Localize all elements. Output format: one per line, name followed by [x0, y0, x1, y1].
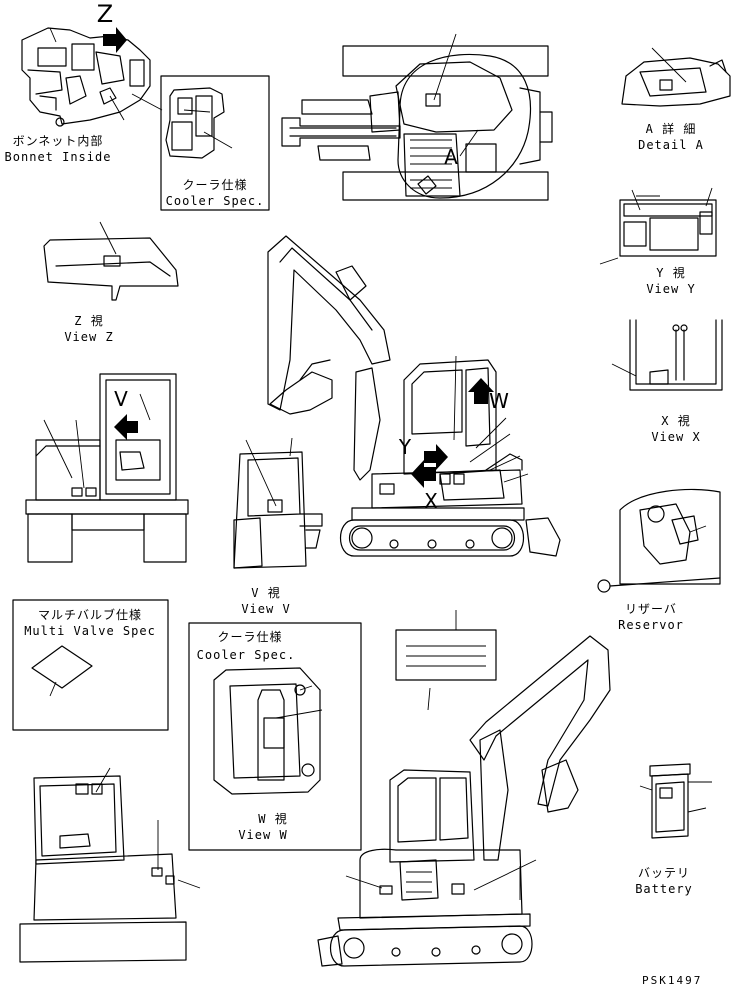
arrow-y-left [411, 460, 436, 488]
view-x-drawing [612, 320, 722, 390]
cooler-spec-top-label-en: Cooler Spec. [165, 194, 265, 208]
side-view-excavator [268, 236, 560, 556]
view-v-label-jp: V 視 [251, 586, 281, 600]
cooler-spec-w-label-jp: クーラ仕様 [217, 630, 283, 644]
battery-label-jp: バッテリ [637, 866, 691, 880]
arrow-y-right [424, 444, 448, 470]
reservor-drawing [598, 489, 720, 592]
view-z-label-jp: Z 視 [74, 314, 104, 328]
cooler-spec-box-top [161, 76, 269, 210]
cooler-spec-box-w [189, 623, 361, 850]
battery-label-en: Battery [635, 882, 693, 896]
view-y-drawing [600, 188, 716, 264]
reservor-label-jp: リザーバ [625, 602, 677, 616]
view-x-label-jp: X 視 [661, 414, 691, 428]
marker-v: V [114, 387, 128, 411]
view-w-label-en: View W [238, 828, 288, 842]
top-view-excavator [282, 34, 552, 200]
view-v-label-en: View V [241, 602, 291, 616]
marker-x: X [424, 489, 438, 513]
marker-y: Y [398, 435, 412, 459]
view-z-drawing [44, 222, 178, 300]
front-view-cab [26, 374, 188, 562]
view-y-label-jp: Y 視 [656, 266, 686, 280]
multi-valve-box [13, 600, 168, 730]
arrow-z [103, 27, 127, 53]
arrow-v [114, 414, 138, 440]
side-view-excavator-rear [318, 636, 610, 966]
view-x-label-en: View X [651, 430, 701, 444]
battery-drawing [640, 764, 712, 838]
view-w-label-jp: W 視 [258, 812, 288, 826]
bonnet-inside-drawing [22, 28, 162, 126]
view-z-label-en: View Z [64, 330, 114, 344]
multi-valve-label-en: Multi Valve Spec [24, 624, 156, 638]
multi-valve-label-jp: マルチバルブ仕様 [37, 608, 143, 622]
arrow-w [468, 378, 494, 404]
view-v-drawing [234, 438, 322, 568]
detail-a-label-en: Detail A [638, 138, 704, 152]
marker-w: W [489, 389, 509, 413]
marker-a: A [444, 145, 458, 169]
marker-z: Z [96, 0, 114, 28]
bonnet-inside-label-jp: ボンネット内部 [12, 134, 104, 148]
bonnet-inside-label-en: Bonnet Inside [4, 150, 112, 164]
reservor-label-en: Reservor [618, 618, 684, 632]
part-code: PSK1497 [642, 974, 703, 987]
rear-view-excavator [20, 768, 200, 962]
detail-a-label-jp: A 詳 細 [645, 122, 697, 136]
cooler-spec-w-label-en: Cooler Spec. [196, 648, 296, 662]
cooler-spec-top-label-jp: クーラ仕様 [182, 178, 248, 192]
detail-a-drawing [622, 48, 730, 106]
view-y-label-en: View Y [646, 282, 696, 296]
label-plate-drawing [396, 610, 496, 710]
